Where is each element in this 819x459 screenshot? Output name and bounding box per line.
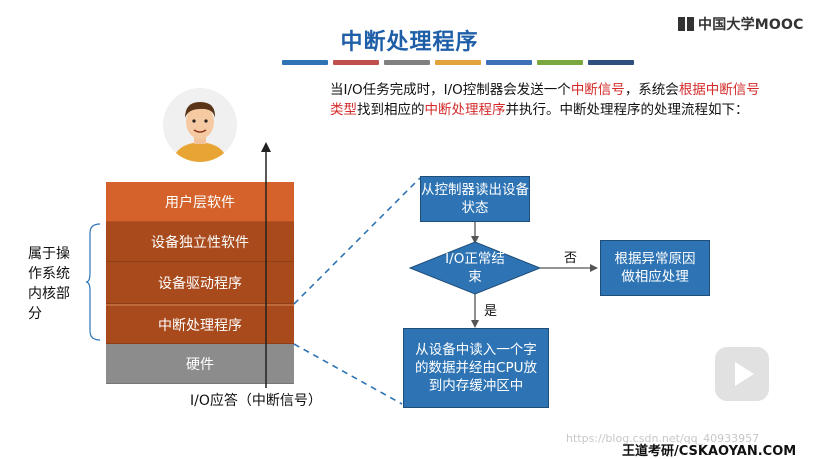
flow-error-handle: 根据异常原因做相应处理 — [600, 240, 710, 296]
paragraph-text: 并执行。中断处理程序的处理流程如下： — [505, 102, 749, 118]
play-icon[interactable] — [714, 346, 770, 402]
title-color-bar — [588, 60, 634, 65]
highlight-text: 中断处理程序 — [424, 102, 506, 118]
title-color-bar — [435, 60, 481, 65]
intro-paragraph: 当I/O任务完成时，I/O控制器会发送一个中断信号，系统会根据中断信号类型找到相… — [330, 80, 762, 120]
highlight-text: 根据中断信号类型 — [330, 82, 760, 118]
paragraph-text: ，系统会 — [624, 82, 679, 98]
title-color-bar — [282, 60, 328, 65]
highlight-text: 中断信号 — [570, 82, 625, 98]
title-color-bar — [333, 60, 379, 65]
title-color-bar — [537, 60, 583, 65]
flow-read-status: 从控制器读出设备状态 — [420, 176, 530, 222]
io-response-arrow — [261, 142, 271, 388]
layer-hardware: 硬件 — [106, 344, 294, 384]
layer-user-software: 用户层软件 — [106, 182, 294, 222]
title-color-bars — [282, 60, 634, 65]
flow-yes-label: 是 — [484, 304, 498, 319]
mooc-logo-icon — [678, 17, 694, 31]
kernel-bracket — [86, 223, 100, 341]
person-icon — [173, 102, 227, 162]
footer-brand: 王道考研/CSKAOYAN.COM — [622, 444, 797, 459]
paragraph-text: 找到相应的 — [357, 102, 425, 118]
brand-name: 中国大学MOOC — [698, 17, 804, 33]
layer-device-driver: 设备驱动程序 — [106, 262, 294, 304]
kernel-label: 属于操作系统内核部分 — [28, 246, 70, 322]
paragraph-text: 当I/O任务完成时，I/O控制器会发送一个 — [330, 82, 571, 98]
watermark: https://blog.csdn.net/qq_40933957 — [566, 432, 760, 445]
flow-no-label: 否 — [564, 251, 578, 266]
flow-decision-label: I/O正常结束 — [445, 251, 505, 285]
page-title: 中断处理程序 — [340, 30, 479, 55]
layer-device-independent: 设备独立性软件 — [106, 222, 294, 262]
title-color-bar — [384, 60, 430, 65]
avatar — [163, 88, 237, 162]
flow-read-data: 从设备中读入一个字的数据并经由CPU放到内存缓冲区中 — [403, 328, 549, 408]
title-color-bar — [486, 60, 532, 65]
layer-interrupt-handler: 中断处理程序 — [106, 304, 294, 344]
io-response-label: I/O应答（中断信号） — [190, 393, 322, 409]
decision-diamond — [408, 241, 542, 295]
